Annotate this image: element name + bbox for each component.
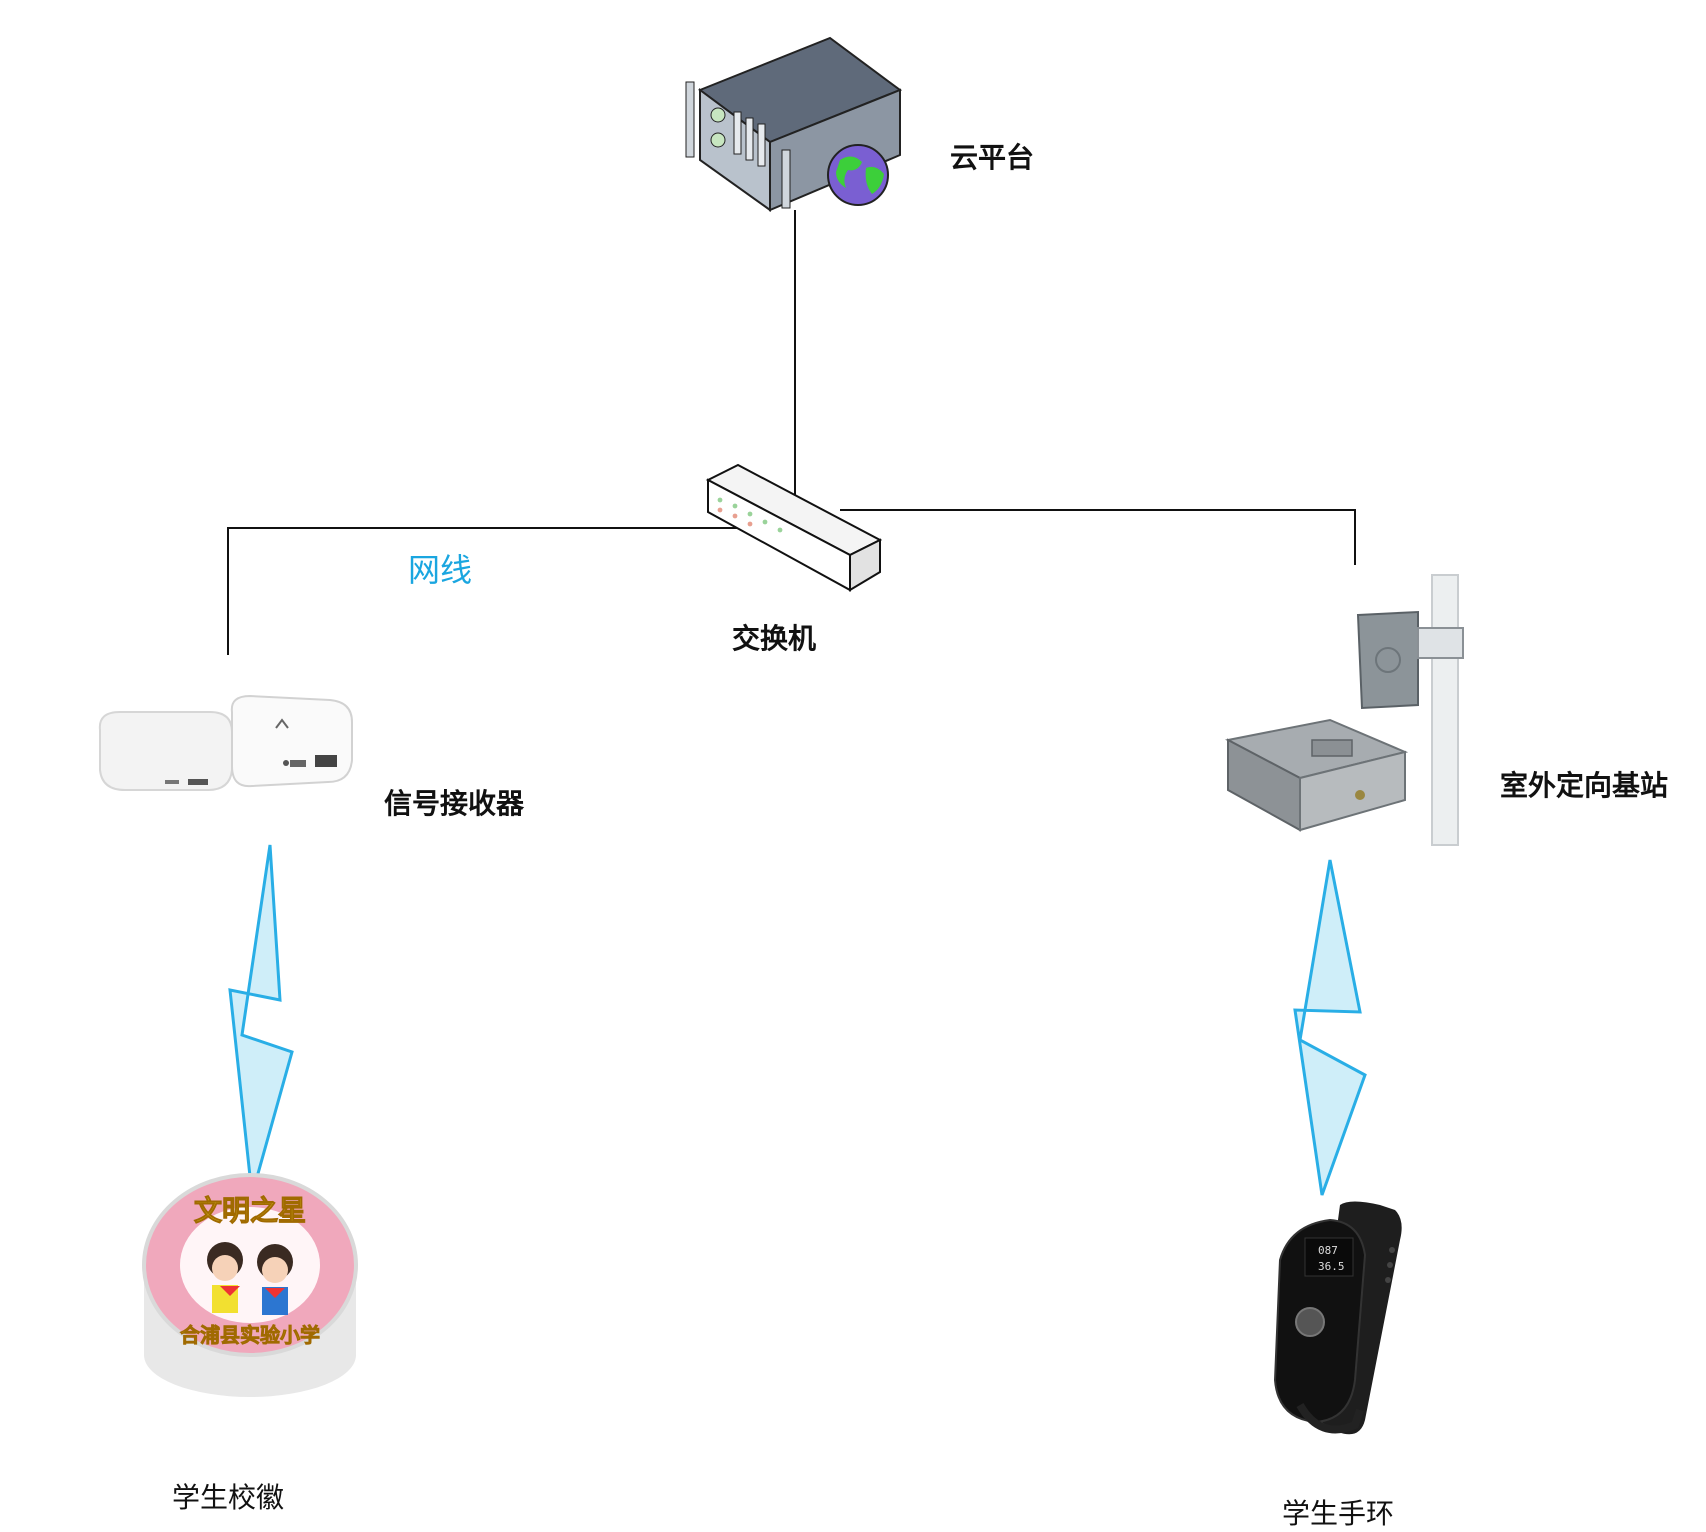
badge-bottom-text: 合浦县实验小学	[180, 1323, 320, 1347]
cloud-platform-label: 云平台	[950, 141, 1035, 174]
badge-label: 学生校徽	[172, 1481, 285, 1514]
wifi-access-point-icon	[98, 694, 353, 791]
band-label: 学生手环	[1282, 1497, 1395, 1530]
directional-antenna-icon	[1225, 574, 1464, 846]
wristband-icon: 087 36.5	[1273, 1201, 1402, 1435]
wireless-link-left-icon	[228, 844, 294, 1196]
wireless-links	[228, 844, 1367, 1196]
band-screen-line2: 36.5	[1318, 1260, 1345, 1273]
network-switch-icon	[705, 463, 883, 592]
switch-to-base-station-line	[840, 509, 1356, 565]
server-globe-icon	[685, 36, 903, 212]
wireless-link-right-icon	[1293, 859, 1367, 1196]
band-screen-line1: 087	[1318, 1244, 1338, 1257]
base-station-label: 室外定向基站	[1500, 769, 1669, 802]
switch-label: 交换机	[732, 622, 817, 655]
receiver-label: 信号接收器	[384, 787, 525, 820]
school-badge-icon: 文明之星 合浦县实验小学	[142, 1173, 358, 1397]
wire-label: 网线	[408, 551, 473, 589]
wired-connections	[227, 210, 1356, 655]
switch-to-receiver-line	[227, 527, 760, 655]
badge-top-text: 文明之星	[194, 1194, 306, 1227]
